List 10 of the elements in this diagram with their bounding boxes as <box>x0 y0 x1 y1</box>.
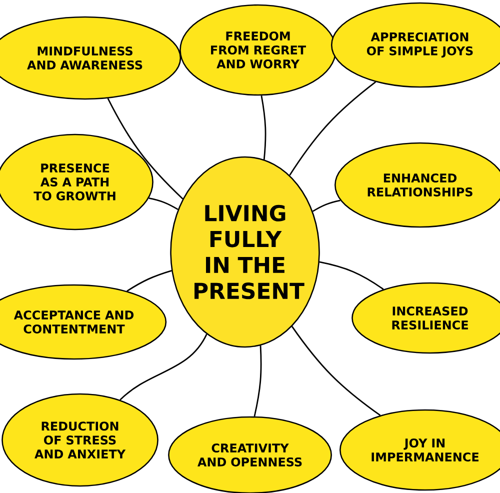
connector-line <box>260 95 266 160</box>
connector-line <box>312 200 340 212</box>
connector-line <box>107 98 184 200</box>
connector-line <box>291 326 381 416</box>
connector-line <box>120 334 208 400</box>
connector-line <box>289 81 376 176</box>
connector-line <box>254 346 262 417</box>
connector-line <box>319 261 384 290</box>
connector-line <box>148 198 178 210</box>
connector-line <box>126 270 172 292</box>
